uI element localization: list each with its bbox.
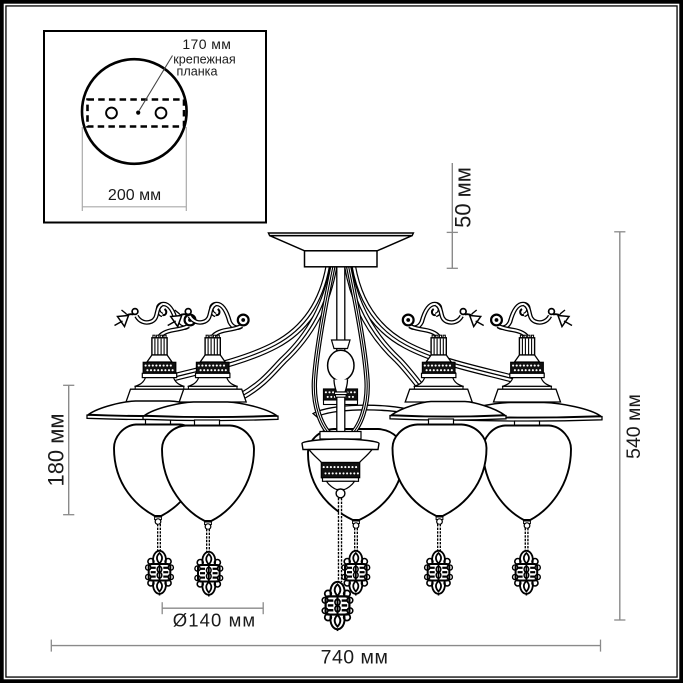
svg-text:крепежная: крепежная (173, 53, 235, 67)
svg-text:планка: планка (177, 65, 218, 79)
svg-text:Ø140 мм: Ø140 мм (173, 610, 257, 631)
svg-text:540 мм: 540 мм (623, 394, 645, 459)
svg-text:740 мм: 740 мм (321, 647, 389, 669)
svg-text:50 мм: 50 мм (451, 167, 476, 228)
svg-text:180 мм: 180 мм (44, 413, 69, 486)
svg-text:200 мм: 200 мм (108, 187, 161, 204)
svg-text:170 мм: 170 мм (182, 36, 231, 52)
